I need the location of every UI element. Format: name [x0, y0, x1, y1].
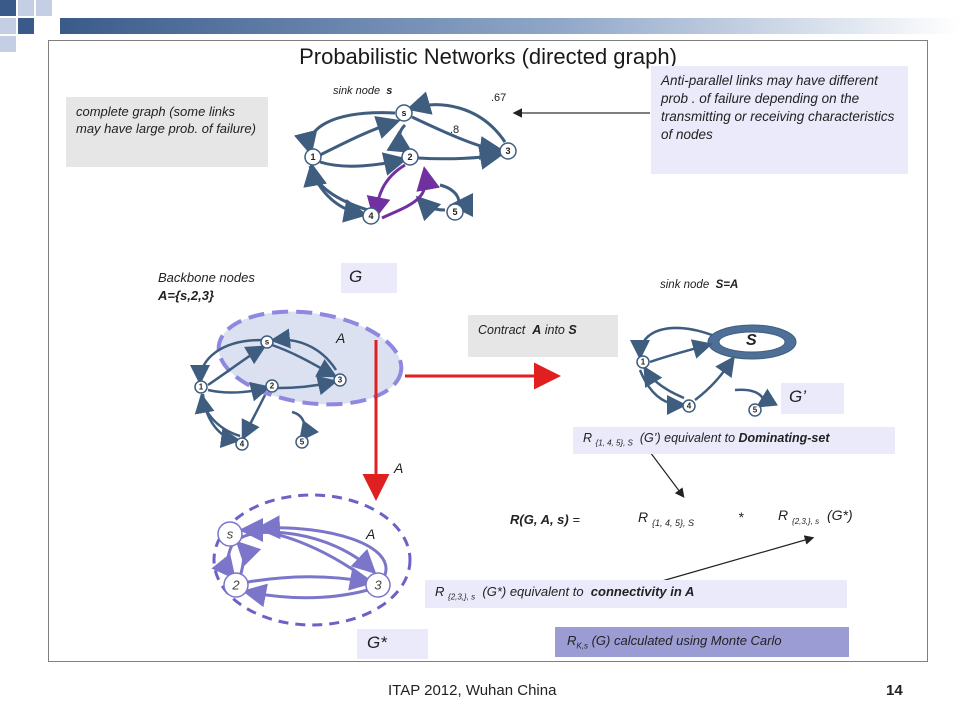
equation-pointer-arrow — [649, 451, 685, 498]
graph-node-label: 4 — [368, 211, 373, 221]
graph-node-label: 2 — [231, 578, 240, 593]
prob-label: .8 — [450, 124, 460, 136]
graph-node-label: 3 — [374, 578, 382, 593]
gstar-label: G* — [357, 629, 428, 659]
reliability-term-2: R {2,3,}, s (G*) — [778, 507, 853, 526]
graph-node-label: s — [401, 108, 406, 118]
multiply-sign: * — [738, 509, 744, 525]
graph-node-label: 3 — [338, 376, 343, 385]
slide-title: Probabilistic Networks (directed graph) — [299, 44, 677, 69]
top-graph-purple-edges — [366, 163, 440, 221]
gstar-a-label: A — [366, 526, 376, 542]
corner-square — [0, 0, 16, 16]
contract-box: Contract A into S — [468, 315, 618, 357]
contracted-node-inner — [718, 331, 786, 353]
graph-node-label: 5 — [300, 438, 305, 447]
graph-node-label: 5 — [452, 207, 457, 217]
backbone-ellipse — [216, 309, 404, 407]
corner-square — [0, 18, 16, 34]
graph-node — [365, 572, 391, 598]
backbone-set: A={s,2,3} — [158, 288, 215, 303]
corner-square — [18, 0, 34, 16]
reliability-term-1: R {1, 4, 5}, S — [638, 509, 695, 528]
monte-carlo-box: RK,s (G) calculated using Monte Carlo — [555, 627, 849, 657]
graph-node-label: s — [227, 527, 234, 542]
gstar-edges — [211, 515, 388, 608]
anti-parallel-note: Anti-parallel links may have different p… — [651, 66, 908, 174]
backbone-edges — [190, 328, 338, 449]
slide-frame — [48, 40, 928, 662]
arrow-a-label: A — [394, 460, 404, 476]
graph-node-label: 5 — [753, 406, 758, 415]
graph-node-label: 2 — [407, 152, 412, 162]
contract-sink-label: sink node S=A — [660, 279, 739, 291]
graph-node — [295, 435, 309, 449]
page-number: 14 — [886, 682, 903, 699]
prob-label: .67 — [491, 92, 507, 104]
reliability-formula: R(G, A, s) = — [510, 512, 580, 527]
graph-node — [217, 521, 243, 547]
graph-node — [265, 379, 279, 393]
corner-square — [36, 0, 52, 16]
contracted-edges — [630, 326, 779, 415]
graph-node-label: 2 — [270, 382, 275, 391]
graph-node-label: 1 — [641, 358, 646, 367]
backbone-label: Backbone nodes — [158, 270, 255, 285]
top-graph-edges — [294, 91, 507, 223]
contracted-node-label: S — [746, 332, 757, 349]
equation-pointer-arrow — [654, 535, 815, 584]
corner-square — [0, 36, 16, 52]
g-label: G — [341, 263, 397, 293]
graph-node — [446, 203, 464, 221]
graph-node — [499, 142, 517, 160]
graph-node — [362, 207, 380, 225]
graph-node-label: 1 — [199, 383, 204, 392]
graph-node — [304, 148, 322, 166]
graph-node — [682, 399, 696, 413]
connectivity-box: R {2,3,}, s (G*) equivalent to connectiv… — [425, 580, 847, 608]
sink-node-label: sink node s — [333, 85, 393, 97]
corner-square — [18, 18, 34, 34]
graph-node — [260, 335, 274, 349]
graph-node-label: s — [265, 338, 270, 347]
backbone-a-label: A — [336, 330, 346, 346]
graph-node — [194, 380, 208, 394]
graph-node — [636, 355, 650, 369]
graph-node — [235, 437, 249, 451]
graph-node — [223, 572, 249, 598]
complete-graph-note: complete graph (some links may have larg… — [66, 97, 268, 167]
graph-node — [333, 373, 347, 387]
graph-node-label: 3 — [505, 146, 510, 156]
top-graph-nodes: s 1 2 3 4 5 — [304, 104, 517, 225]
graph-node — [748, 403, 762, 417]
g-prime-label: G’ — [781, 383, 844, 414]
graph-node — [395, 104, 413, 122]
backbone-nodes: s 1 2 3 4 5 — [194, 335, 347, 451]
graph-node-label: 1 — [310, 152, 315, 162]
graph-node-label: 4 — [687, 402, 692, 411]
graph-node-label: 4 — [240, 440, 245, 449]
dominating-set-box: R {1, 4, 5}, S (G’) equivalent to Domina… — [573, 427, 895, 454]
graph-node — [401, 148, 419, 166]
header-bar — [60, 18, 960, 34]
footer-text: ITAP 2012, Wuhan China — [388, 682, 557, 699]
